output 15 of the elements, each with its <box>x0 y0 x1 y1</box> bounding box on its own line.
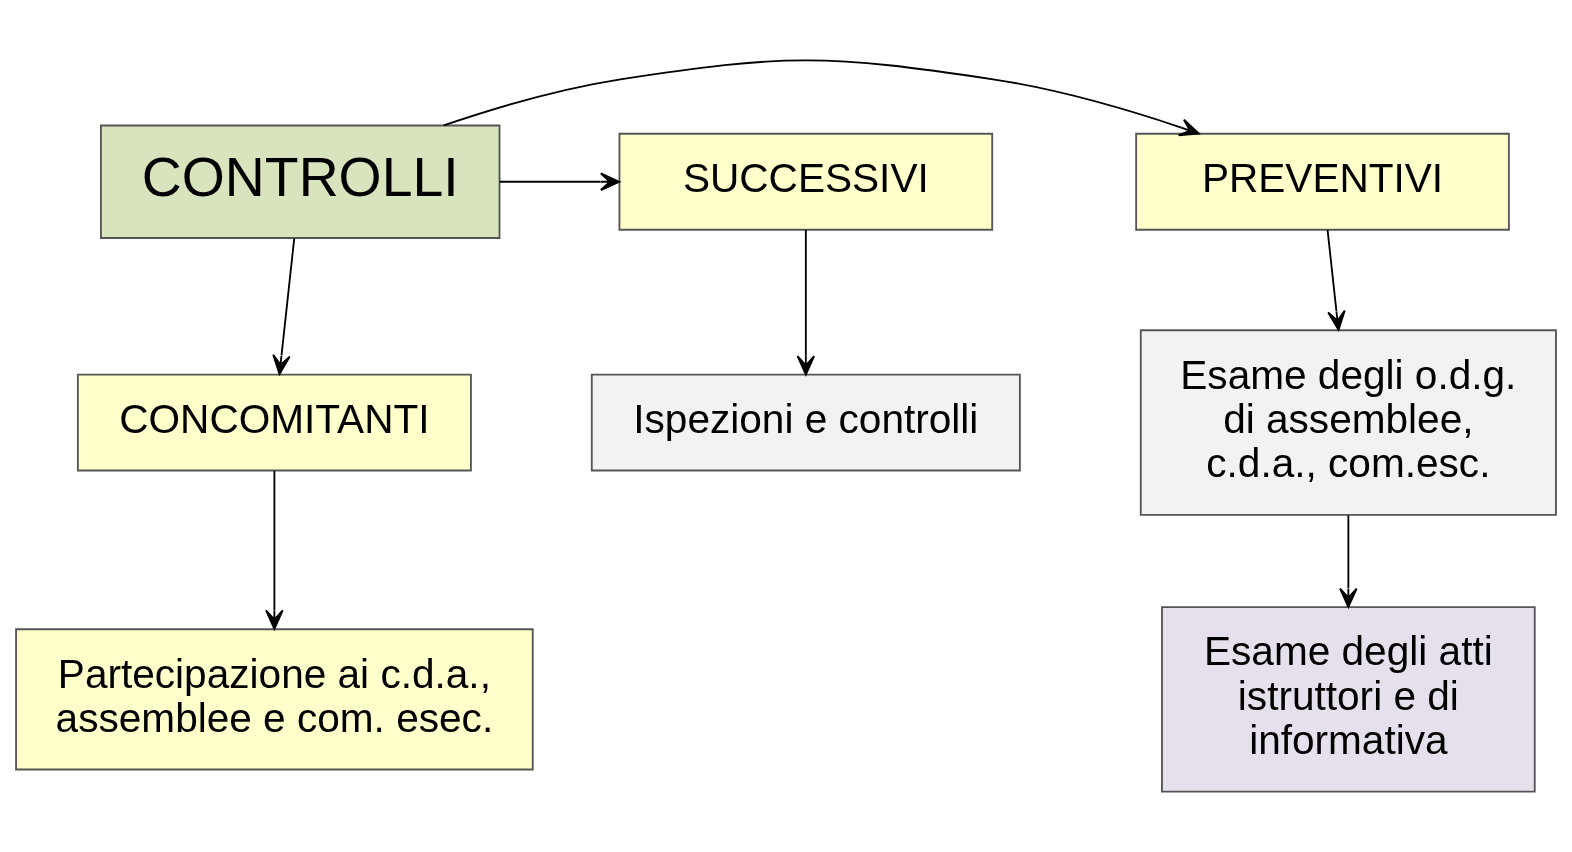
arrow <box>442 59 1200 137</box>
arrow <box>796 228 816 376</box>
node-box: Esame degli atti istruttori e di informativa <box>1161 606 1536 793</box>
node-box: PREVENTIVI <box>1135 132 1510 231</box>
arrow <box>1326 228 1346 331</box>
node-box: Ispezioni e controlli <box>590 373 1021 472</box>
node-box: Partecipazione ai c.d.a., assemblee e com. esec. <box>15 628 534 771</box>
node-box: SUCCESSIVI <box>618 132 994 231</box>
arrow <box>265 469 284 630</box>
arrow <box>498 172 621 191</box>
node-box: CONTROLLI <box>100 124 501 239</box>
arrow <box>272 237 296 375</box>
node-box: CONCOMITANTI <box>76 373 472 472</box>
node-box: Esame degli o.d.g. di assemblee, c.d.a., com.esc. <box>1139 329 1557 516</box>
arrow <box>1339 514 1358 608</box>
